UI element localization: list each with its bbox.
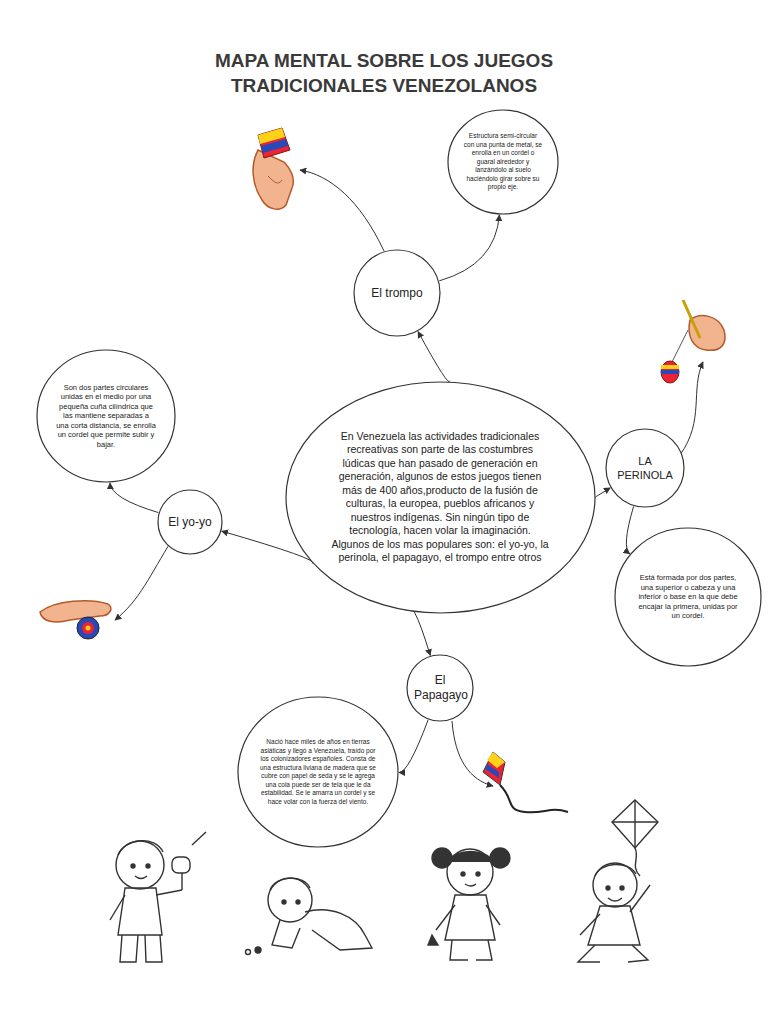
node-text: Está formada por dos partes, una superio…: [638, 573, 738, 621]
node-text: El trompo: [362, 286, 432, 301]
child-crawling: [246, 878, 373, 955]
papagayo-description: Nació hace miles de años en tierras asiá…: [237, 696, 399, 848]
game-node: LA PERINOLA: [605, 428, 685, 508]
picture-leader: [300, 170, 384, 251]
trompo-description: Estructura semi-circular con una punta d…: [447, 109, 559, 215]
child-girl-perinola: [428, 848, 510, 960]
perinola-hand: [661, 300, 725, 383]
picture-leader: [452, 721, 493, 786]
connector-arrow: [626, 506, 633, 553]
node-label: Estructura semi-circular con una punta d…: [463, 132, 543, 192]
node-label: El Papagayo: [414, 673, 466, 703]
child-kite: [578, 800, 658, 962]
node-text: Estructura semi-circular con una punta d…: [463, 132, 543, 192]
node-label: En Venezuela las actividades tradicional…: [331, 430, 549, 565]
node-label: El yo-yo: [162, 515, 218, 530]
ellipse-outline: [605, 428, 685, 508]
title: MAPA MENTAL SOBRE LOS JUEGOS TRADICIONAL…: [184, 48, 584, 98]
picture-leader: [680, 362, 703, 455]
picture-leader: [115, 540, 172, 620]
node-text: Son dos partes circulares unidas en el m…: [56, 383, 156, 450]
connector-arrow: [399, 720, 428, 773]
kite: [483, 752, 568, 812]
yoyo-description: Son dos partes circulares unidas en el m…: [36, 349, 176, 483]
node-text: El Papagayo: [414, 673, 466, 703]
node-text: El yo-yo: [162, 515, 218, 530]
trompo-hand: [253, 128, 293, 209]
node-label: El trompo: [362, 286, 432, 301]
connector-arrow: [418, 332, 450, 382]
game-node: El yo-yo: [157, 489, 223, 555]
node-label: Son dos partes circulares unidas en el m…: [56, 383, 156, 450]
connector-arrow: [110, 483, 158, 513]
perinola-description: Está formada por dos partes, una superio…: [614, 527, 762, 667]
yoyo-hand: [40, 601, 111, 639]
game-node: El trompo: [353, 249, 441, 337]
node-label: Está formada por dos partes, una superio…: [638, 573, 738, 621]
node-text: LA PERINOLA: [615, 454, 675, 482]
child-yoyo: [110, 832, 206, 962]
node-text: En Venezuela las actividades tradicional…: [331, 430, 549, 565]
game-node: El Papagayo: [406, 654, 474, 722]
node-text: Nació hace miles de años en tierras asiá…: [259, 738, 377, 806]
connector-arrow: [439, 215, 499, 281]
node-label: Nació hace miles de años en tierras asiá…: [259, 738, 377, 806]
node-label: LA PERINOLA: [615, 454, 675, 482]
central-ellipse: En Venezuela las actividades tradicional…: [285, 381, 596, 614]
connector-arrow: [406, 607, 430, 656]
